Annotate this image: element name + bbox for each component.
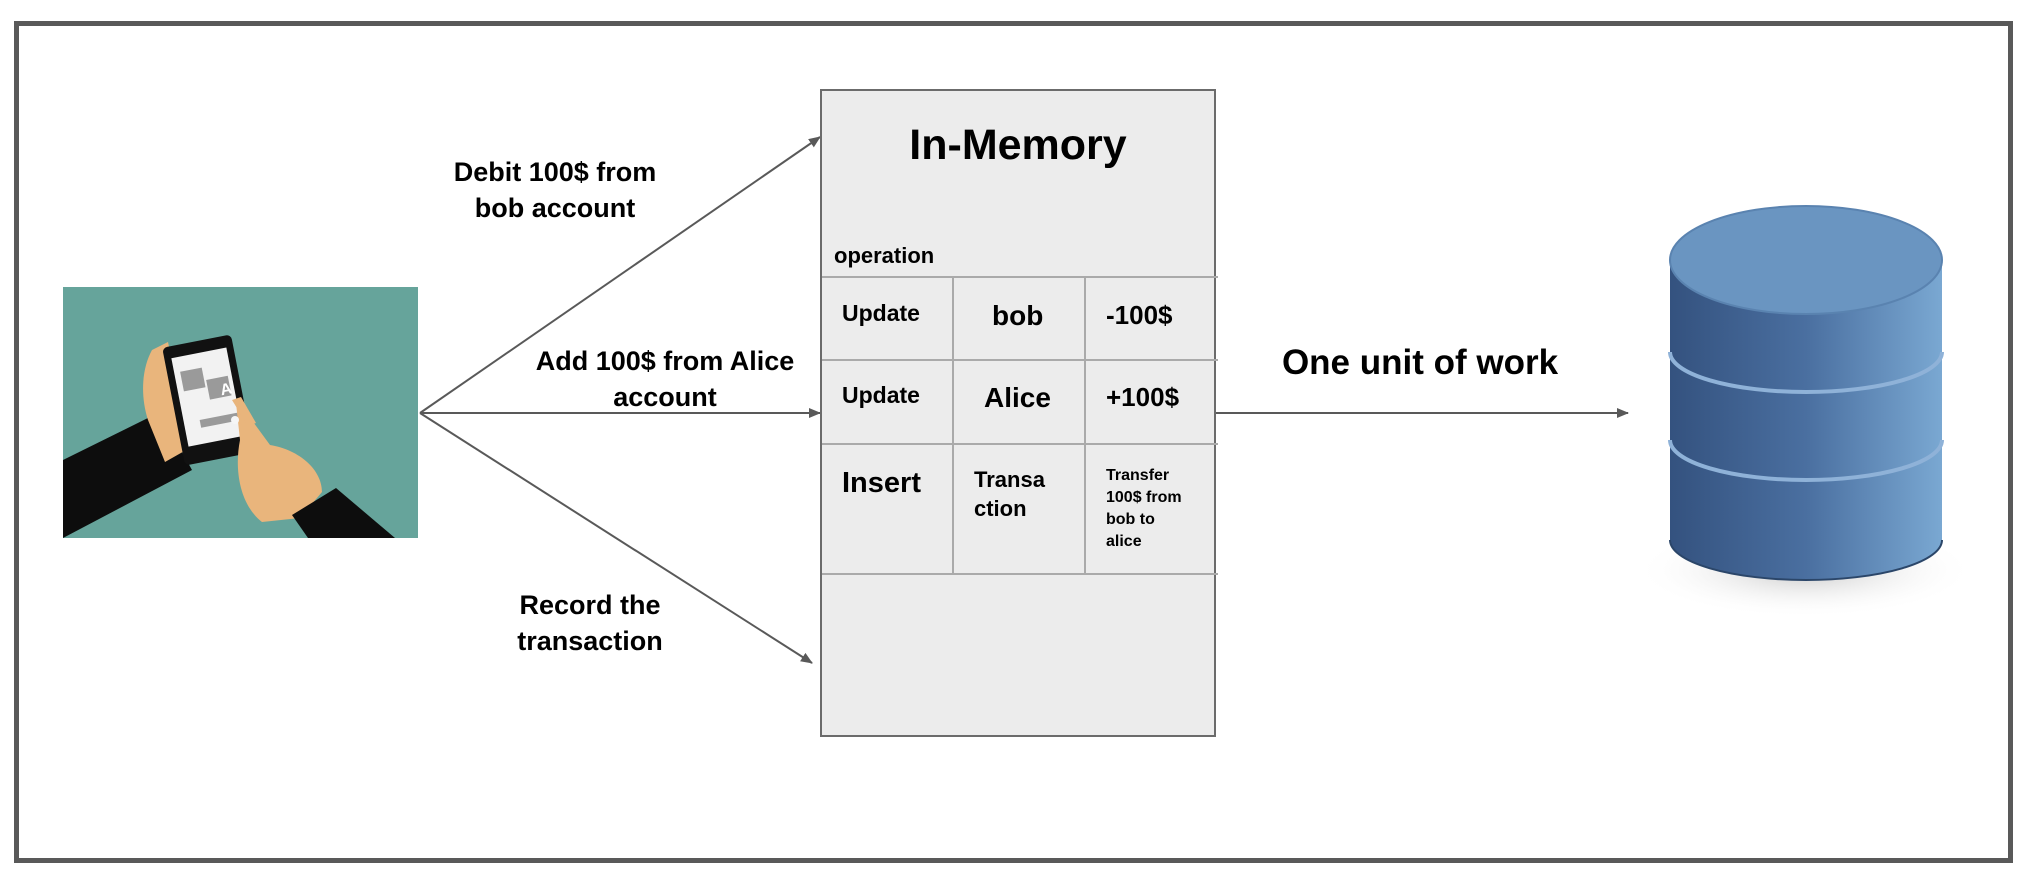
debit-label: Debit 100$ from bob account — [453, 157, 657, 223]
database-cylinder-icon — [1635, 205, 1975, 618]
record-label: Record the transaction — [517, 590, 663, 656]
in-memory-title: In-Memory — [909, 121, 1127, 169]
row3-entity-cell: Transa ction — [954, 445, 1086, 575]
arrow-debit — [419, 136, 821, 414]
svg-text:A: A — [219, 380, 234, 399]
row1-entity: bob — [992, 300, 1044, 331]
diagram-frame — [14, 21, 2013, 863]
arrow-record — [419, 412, 813, 664]
row3-value: Transfer 100$ from bob to alice — [1106, 467, 1182, 550]
row2-value: +100$ — [1106, 382, 1180, 412]
in-memory-box: In-Memory operation Update bob -100$ Upd… — [820, 89, 1218, 737]
row3-operation-cell: Insert — [822, 445, 954, 575]
row1-entity-cell: bob — [954, 276, 1086, 361]
row1-operation: Update — [842, 300, 920, 326]
row2-value-cell: +100$ — [1086, 361, 1218, 445]
row2-entity: Alice — [984, 382, 1051, 413]
row2-operation-cell: Update — [822, 361, 954, 445]
row1-operation-cell: Update — [822, 276, 954, 361]
add-label: Add 100$ from Alice account — [535, 346, 795, 412]
row3-entity: Transa ction — [974, 467, 1045, 521]
row3-value-cell: Transfer 100$ from bob to alice — [1086, 445, 1218, 575]
row1-value: -100$ — [1106, 300, 1173, 330]
hand-holding-phone-translate-icon: A — [63, 287, 418, 538]
operation-label: operation — [834, 243, 935, 268]
row2-entity-cell: Alice — [954, 361, 1086, 445]
row3-operation: Insert — [842, 467, 921, 499]
row1-value-cell: -100$ — [1086, 276, 1218, 361]
unit-of-work-label: One unit of work — [1281, 343, 1559, 382]
row2-operation: Update — [842, 382, 920, 408]
